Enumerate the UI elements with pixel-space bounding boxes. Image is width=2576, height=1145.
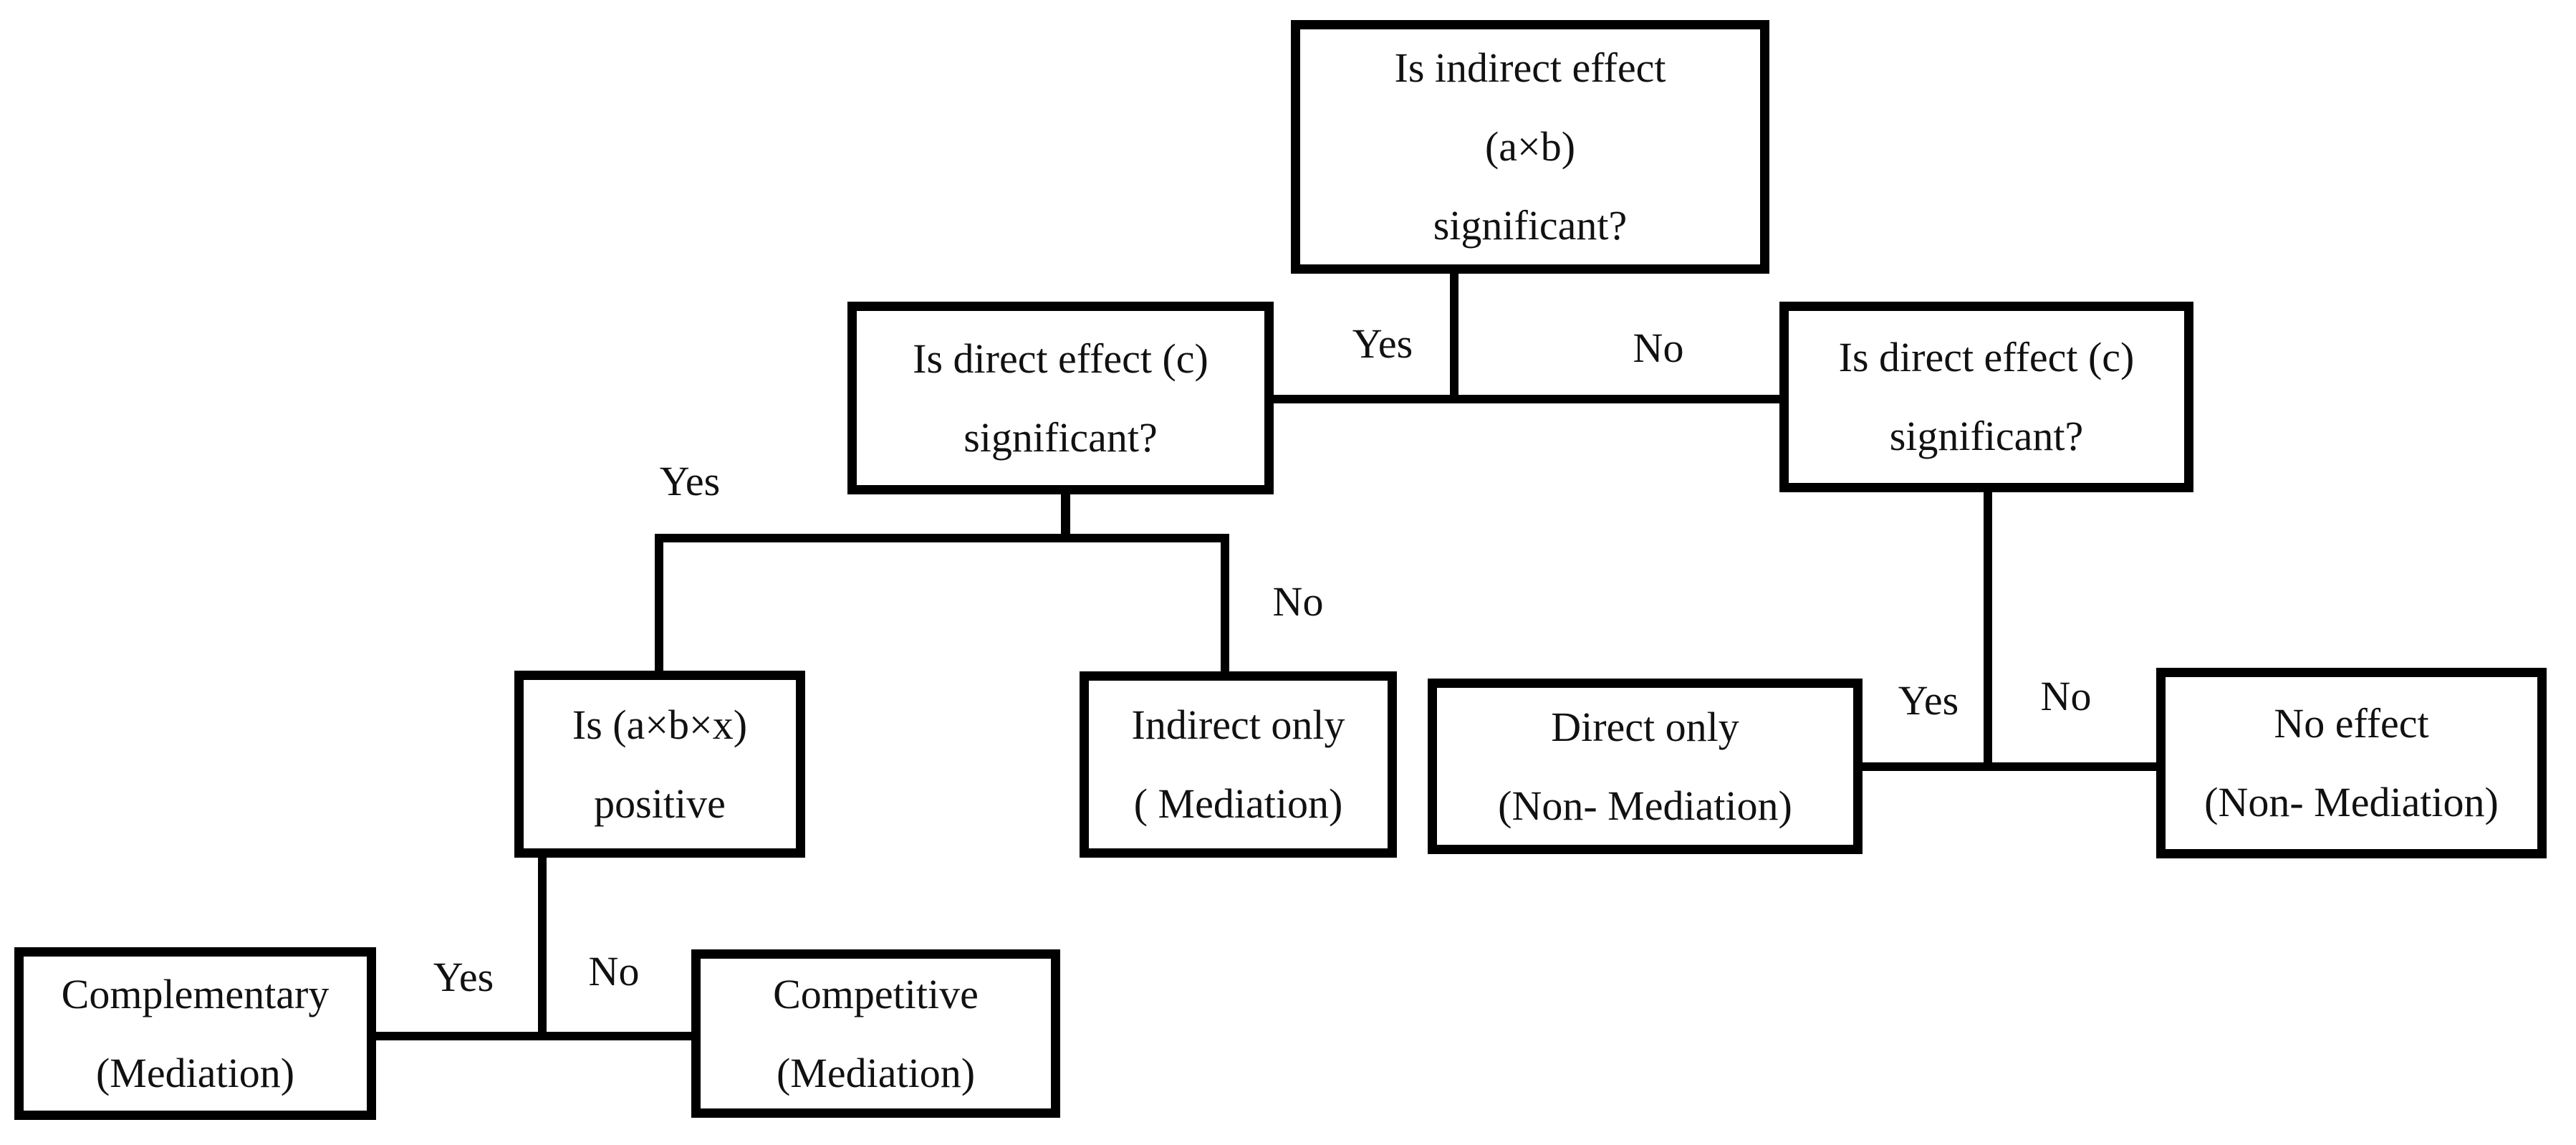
node-competitive-mediation: Competitive (Mediation) (691, 949, 1060, 1118)
node-indirect-only-mediation: Indirect only ( Mediation) (1080, 671, 1397, 858)
node-indirect-effect-question: Is indirect effect (a×b) significant? (1291, 20, 1769, 274)
connector-split-top (1274, 395, 1779, 403)
connector-split-left (655, 534, 1229, 542)
connector-root-down (1450, 274, 1458, 403)
node-axbxx-positive-question: Is (a×b×x) positive (514, 671, 805, 858)
connector-split-right (1863, 762, 2156, 771)
node-direct-effect-question-left: Is direct effect (c) significant? (847, 302, 1274, 494)
node-direct-effect-question-right: Is direct effect (c) significant? (1779, 302, 2193, 492)
connector-axbxx-down (538, 858, 547, 1040)
edge-label-axbxx-no: No (588, 948, 640, 995)
edge-label-right-no: No (2040, 673, 2092, 719)
node-complementary-mediation: Complementary (Mediation) (14, 947, 376, 1120)
edge-label-axbxx-yes: Yes (433, 954, 494, 1000)
connector-drop-to-axbxx (655, 534, 663, 674)
connector-drop-to-indirect (1221, 534, 1229, 674)
node-no-effect-non-mediation: No effect (Non- Mediation) (2156, 668, 2547, 858)
edge-label-left-yes: Yes (659, 458, 721, 504)
edge-label-right-yes: Yes (1898, 677, 1959, 724)
edge-label-root-no: No (1633, 325, 1684, 371)
connector-right-question-down (1984, 492, 1992, 771)
edge-label-left-no: No (1272, 578, 1324, 625)
node-direct-only-non-mediation: Direct only (Non- Mediation) (1428, 679, 1863, 854)
connector-left-question-down (1061, 490, 1070, 542)
edge-label-root-yes: Yes (1352, 320, 1413, 367)
connector-split-bottom (376, 1032, 691, 1040)
